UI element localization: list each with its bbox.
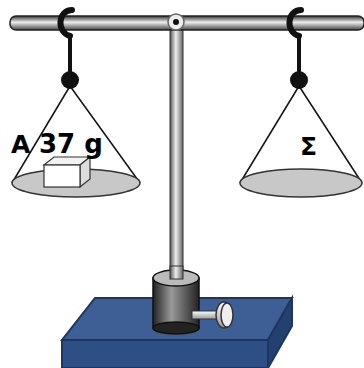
hanger-hook <box>60 10 301 74</box>
pan-symbol: Σ <box>299 134 318 159</box>
pan-letter: A <box>10 132 31 157</box>
mass-block <box>44 157 90 187</box>
rod-clamp <box>153 266 199 334</box>
set-screw <box>192 302 233 328</box>
mass-value: 37 g <box>38 131 104 157</box>
stand-rod <box>170 26 183 278</box>
right-pan <box>240 169 362 197</box>
pivot <box>168 14 184 30</box>
